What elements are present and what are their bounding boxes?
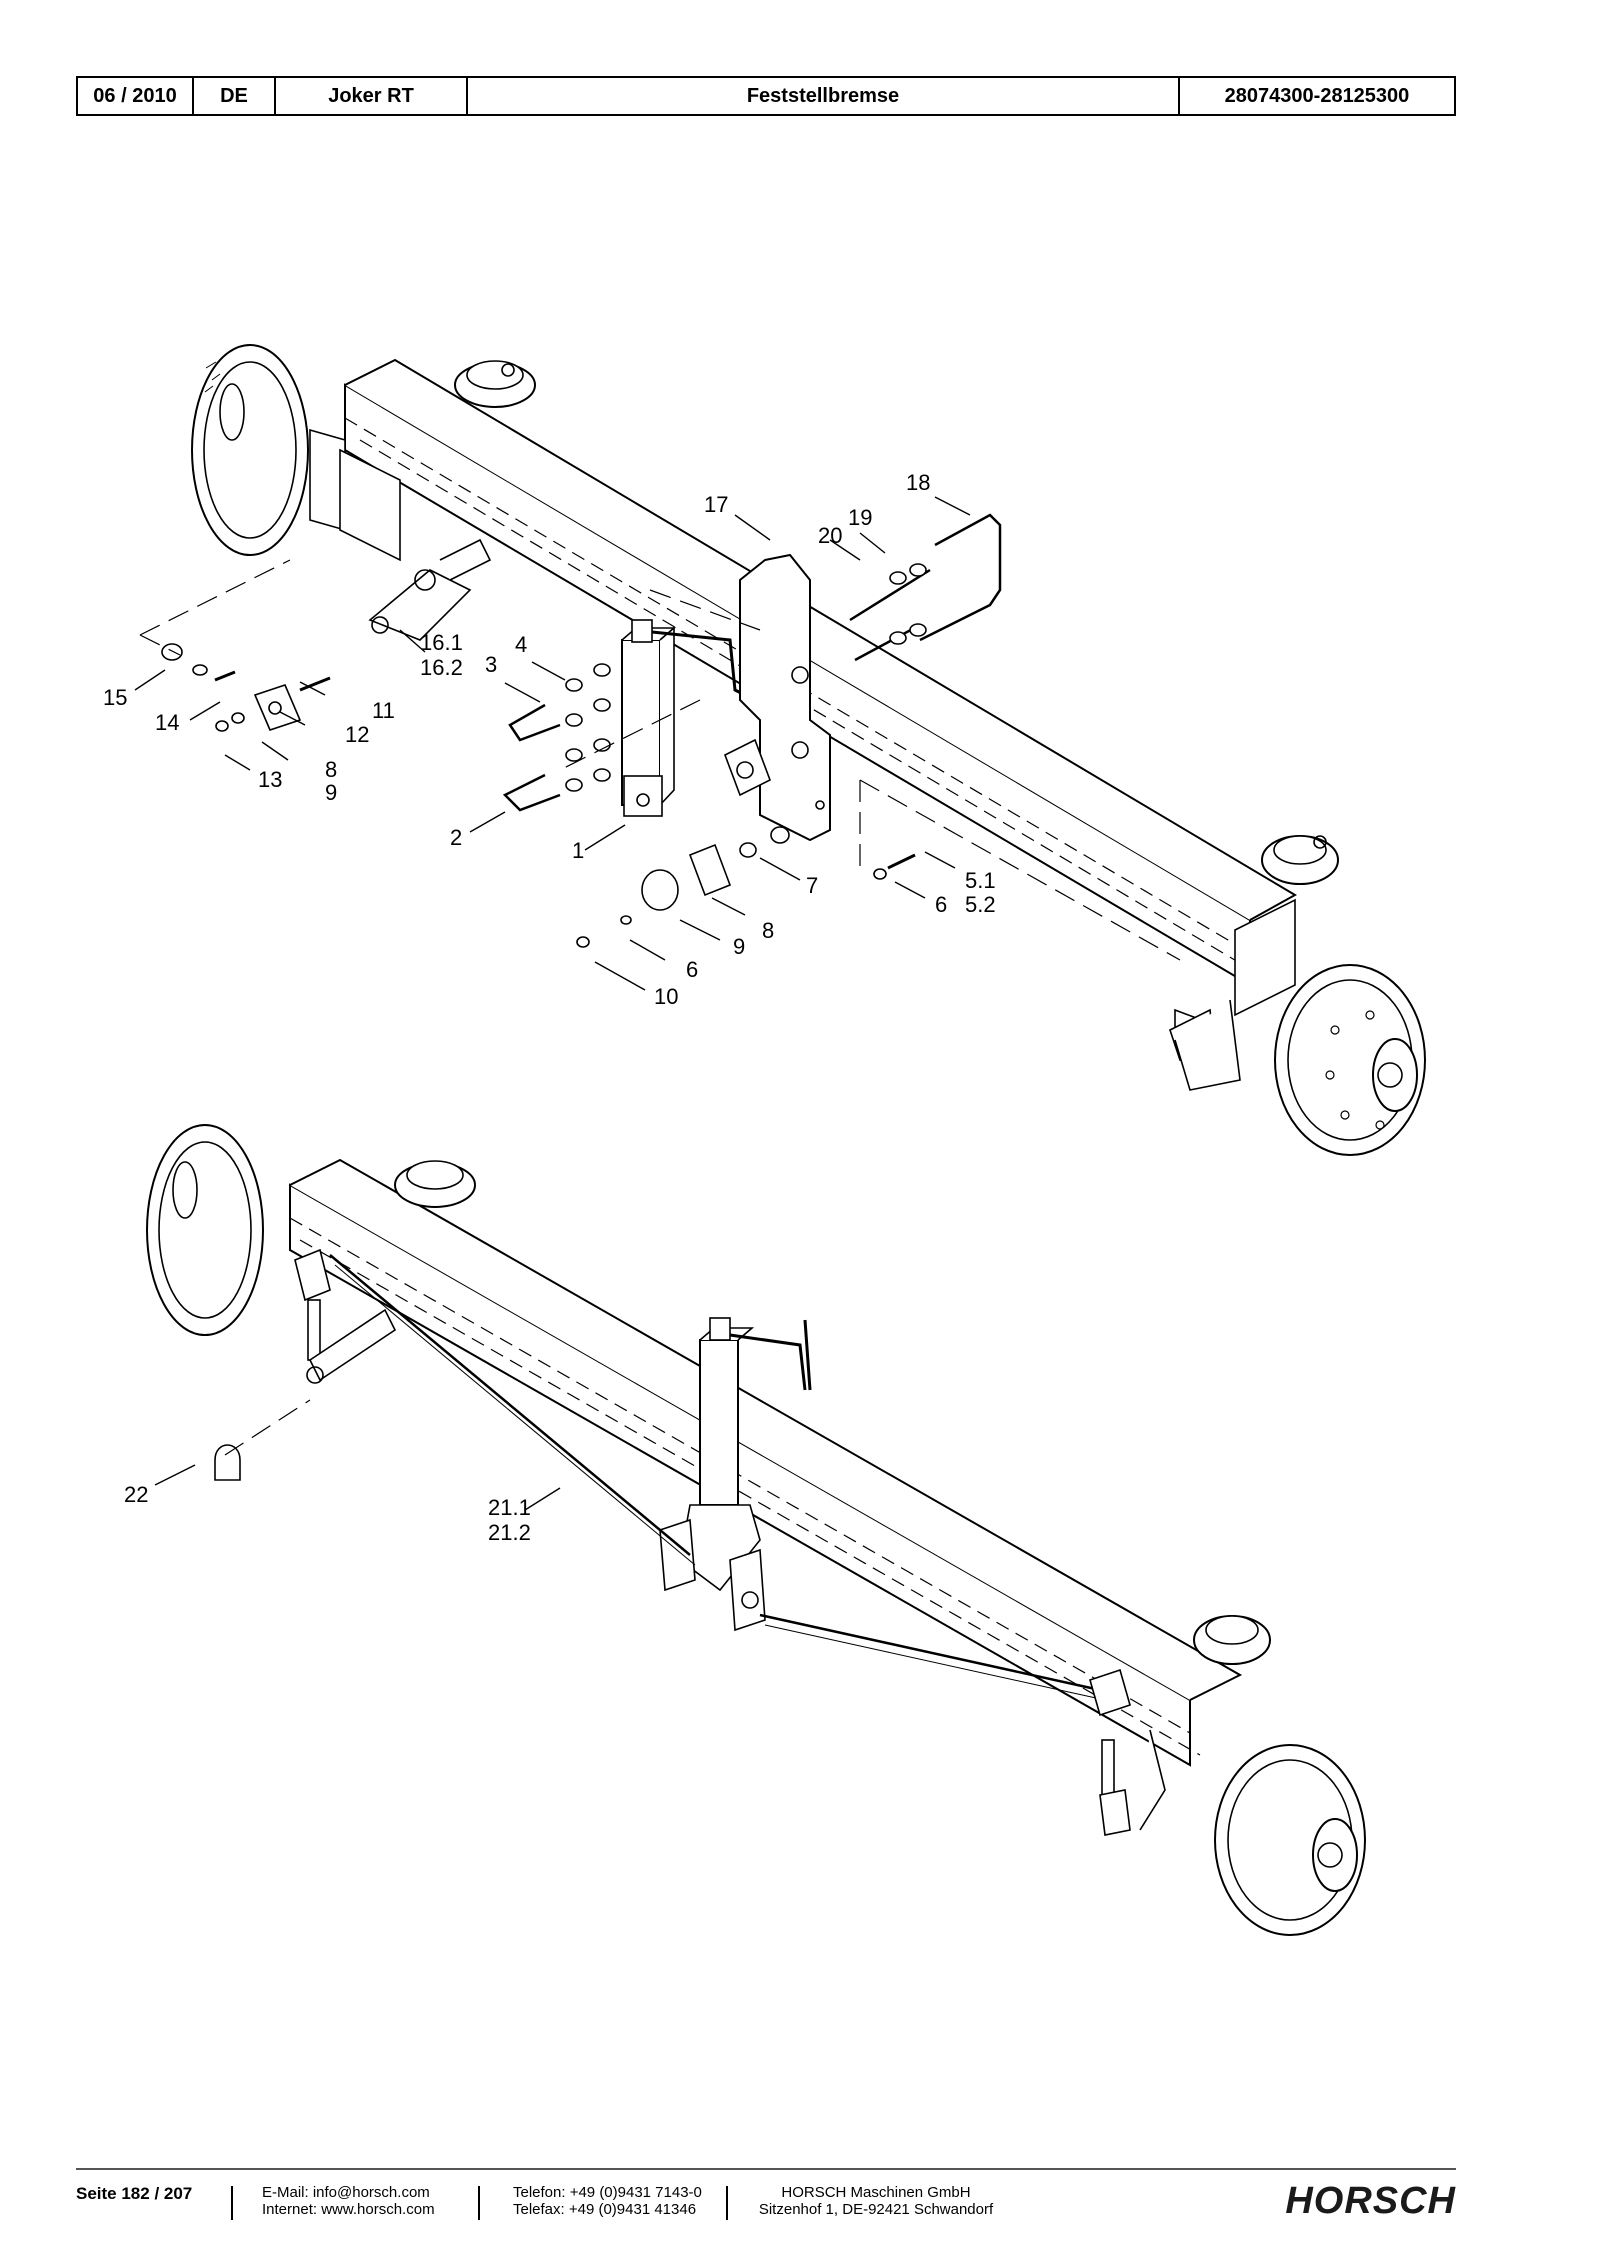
top-axle-assembly [134,344,1426,1156]
callout-11: 11 [372,698,395,723]
callout-12: 12 [345,722,369,747]
header-title: Feststellbremse [468,78,1180,114]
pad-bracket-8 [688,843,732,897]
callout-6-bottom: 6 [686,957,698,982]
callout-3: 3 [485,652,497,677]
footer-separator [231,2186,233,2220]
header-date: 06 / 2010 [78,78,194,114]
header-table: 06 / 2010 DE Joker RT Feststellbremse 28… [76,76,1456,116]
header-serial-range: 28074300-28125300 [1224,84,1410,107]
u-bolt-2-upper [508,703,561,742]
callout-20: 20 [818,523,842,548]
callout-5-1: 5.1 [965,868,996,893]
header-model: Joker RT [276,78,468,114]
callout-9-left: 9 [325,780,337,805]
footer-company-block: HORSCH Maschinen GmbH Sitzenhof 1, DE-92… [756,2184,996,2218]
callout-5-2: 5.2 [965,892,996,917]
callout-17: 17 [704,492,728,517]
callout-16-2: 16.2 [420,655,463,680]
callout-15: 15 [103,685,127,710]
callout-13: 13 [258,767,282,792]
left-brake-drum-bottom [146,1124,264,1336]
callout-8-right: 8 [762,918,774,943]
footer-internet: Internet: www.horsch.com [262,2201,435,2218]
callout-16-1: 16.1 [420,630,463,655]
callout-4: 4 [515,632,527,657]
u-bolt-18 [919,513,1002,642]
footer-contact-phone: Telefon: +49 (0)9431 7143-0 Telefax: +49… [513,2184,702,2218]
footer: Seite 182 / 207 E-Mail: info@horsch.com … [76,2180,1456,2230]
brake-cable-21 [329,1254,691,1556]
header-language: DE [194,78,276,114]
callout-10: 10 [654,984,678,1009]
callout-14: 14 [155,710,179,735]
footer-email: E-Mail: info@horsch.com [262,2184,430,2201]
parking-brake-post-bottom [699,1339,739,1506]
callout-2: 2 [450,825,462,850]
footer-divider [76,2168,1456,2170]
callout-21-1: 21.1 [488,1495,531,1520]
callout-8-left: 8 [325,757,337,782]
left-brake-drum [191,344,309,556]
clamp-bracket-12 [253,684,302,731]
page-number: Seite 182 / 207 [76,2184,193,2203]
footer-separator [726,2186,728,2220]
footer-phone: Telefon: +49 (0)9431 7143-0 [513,2184,702,2201]
footer-separator [478,2186,480,2220]
footer-company: HORSCH Maschinen GmbH [781,2184,971,2201]
callout-21-2: 21.2 [488,1520,531,1545]
footer-fax: Telefax: +49 (0)9431 41346 [513,2201,697,2218]
bottom-axle-assembly [146,1124,1366,1936]
callout-labels: 18 17 19 20 16.1 16.2 4 3 15 11 14 12 13… [103,470,996,1545]
callout-19: 19 [848,505,872,530]
footer-contact-web: E-Mail: info@horsch.com Internet: www.ho… [262,2184,435,2218]
callout-6-right: 6 [935,892,947,917]
rubber-pad-9 [641,869,679,911]
callout-7: 7 [806,873,818,898]
callout-1: 1 [572,838,584,863]
callout-9-right: 9 [733,934,745,959]
callout-22: 22 [124,1482,148,1507]
callout-18: 18 [906,470,930,495]
u-bolt-2-lower [502,773,561,812]
footer-address: Sitzenhof 1, DE-92421 Schwandorf [758,2201,994,2218]
shackle-22 [214,1444,241,1481]
horsch-logo: HORSCH [1285,2180,1456,2222]
